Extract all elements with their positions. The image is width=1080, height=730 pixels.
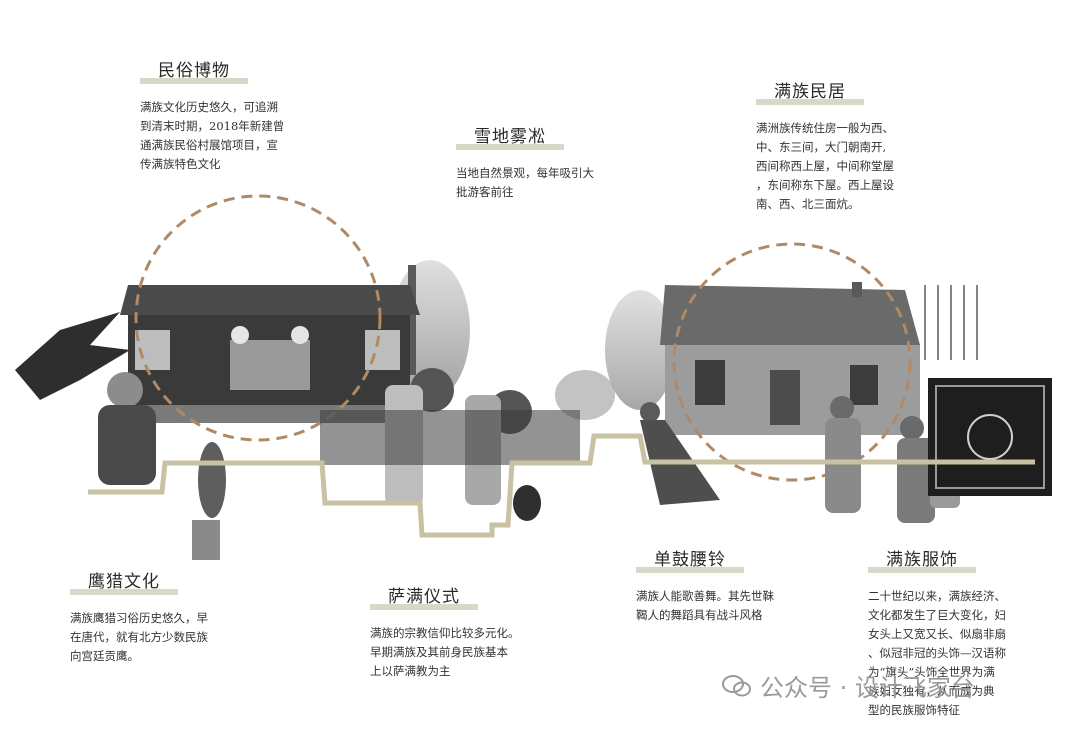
drum-desc: 满族人能歌善舞。其先世靺 鞨人的舞蹈具有战斗风格 (636, 589, 774, 622)
dwelling-section: 满族民居 满洲族传统住房一般为西、 中、东三间，大门朝南开, 西间称西上屋，中间… (756, 77, 894, 214)
hawk-figure (192, 442, 226, 560)
falconry-section: 鹰猎文化 满族鹰猎习俗历史悠久，早 在唐代，就有北方少数民族 向宫廷贡鹰。 (70, 567, 208, 666)
wechat-icon (722, 674, 751, 696)
dwelling-house (660, 282, 920, 435)
costume-desc: 二十世纪以来，满族经济、 文化都发生了巨大变化，妇 女头上又宽又长、似扇非扇 、… (868, 589, 1006, 717)
museum-building (120, 285, 420, 423)
eagle-figure (15, 312, 130, 400)
watermark: 公众号 · 设计飞家台 (722, 668, 975, 703)
dwelling-title: 满族民居 (756, 77, 864, 105)
rime-title: 雪地雾凇 (456, 122, 564, 150)
shaman-section: 萨满仪式 满族的宗教信仰比较多元化。 早期满族及其前身民族基本 上以萨满教为主 (370, 582, 520, 681)
museum-highlight-circle (134, 194, 382, 442)
drum-section: 单鼓腰铃 满族人能歌善舞。其先世靺 鞨人的舞蹈具有战斗风格 (636, 545, 774, 625)
dwelling-desc: 满洲族传统住房一般为西、 中、东三间，大门朝南开, 西间称西上屋，中间称堂屋 ，… (756, 121, 894, 211)
falconer-figure (98, 372, 156, 485)
rime-desc: 当地自然景观，每年吸引大 批游客前往 (456, 166, 594, 199)
shaman-figures (320, 368, 580, 521)
trees-middle (555, 290, 675, 420)
museum-section: 民俗博物 满族文化历史悠久，可追溯 到清末时期，2018年新建曾 通满族民俗村展… (140, 56, 284, 174)
manchu-script (924, 285, 978, 360)
costume-title: 满族服饰 (868, 545, 976, 573)
drum-title: 单鼓腰铃 (636, 545, 744, 573)
costume-section: 满族服饰 二十世纪以来，满族经济、 文化都发生了巨大变化，妇 女头上又宽又长、似… (868, 545, 1006, 720)
watermark-text: 公众号 · 设计飞家台 (760, 674, 975, 702)
shaman-desc: 满族的宗教信仰比较多元化。 早期满族及其前身民族基本 上以萨满教为主 (370, 626, 520, 678)
rime-section: 雪地雾凇 当地自然景观，每年吸引大 批游客前往 (456, 122, 594, 202)
terrain-path (88, 433, 1035, 538)
falconry-desc: 满族鹰猎习俗历史悠久，早 在唐代，就有北方少数民族 向宫廷贡鹰。 (70, 611, 208, 663)
dwelling-highlight-circle (672, 242, 912, 482)
museum-desc: 满族文化历史悠久，可追溯 到清末时期，2018年新建曾 通满族民俗村展馆项目，宣… (140, 100, 285, 171)
falconry-title: 鹰猎文化 (70, 567, 178, 595)
embroidery-panel (928, 378, 1052, 496)
museum-title: 民俗博物 (140, 56, 248, 84)
shaman-title: 萨满仪式 (370, 582, 478, 610)
